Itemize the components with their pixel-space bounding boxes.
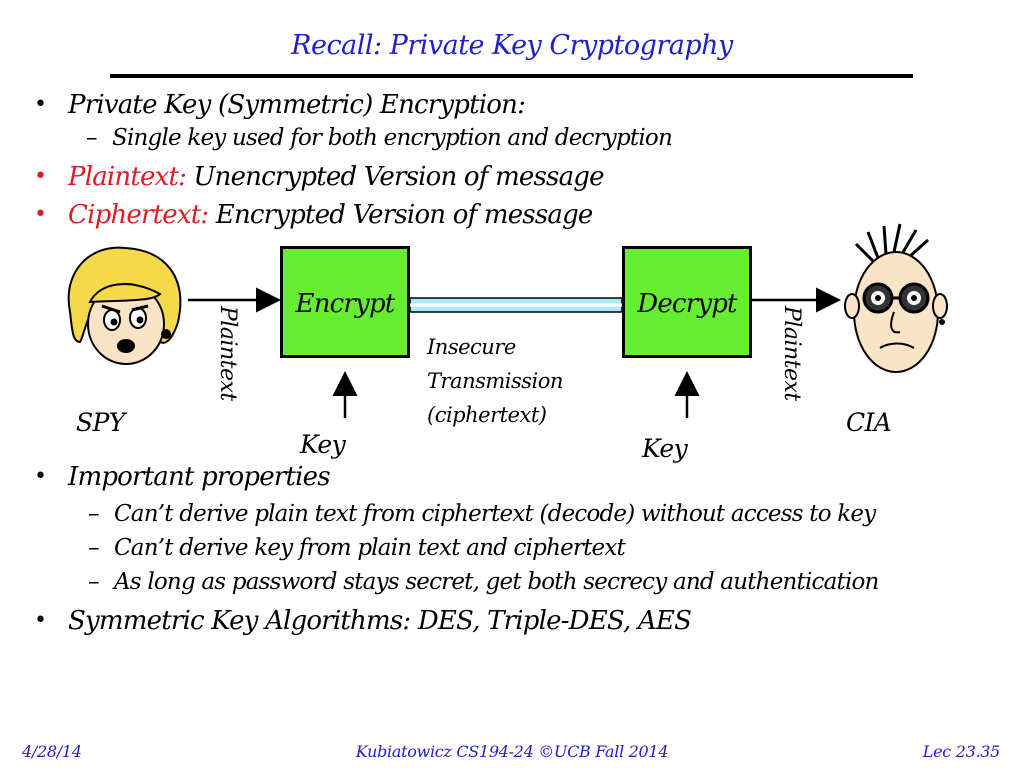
bullet-dot: •: [34, 464, 47, 489]
bullet-important: • Important properties: [34, 462, 331, 492]
sub-property-1: – Can’t derive plain text from ciphertex…: [88, 500, 876, 528]
cia-label: CIA: [846, 408, 892, 437]
sub-property-3: – As long as password stays secret, get …: [88, 568, 879, 596]
bullet-text: Symmetric Key Algorithms: DES, Triple-DE…: [68, 606, 692, 636]
key-label-left: Key: [300, 430, 346, 459]
footer-date: 4/28/14: [22, 742, 82, 761]
plaintext-label-left: Plaintext: [215, 306, 240, 401]
term-ciphertext: Ciphertext:: [68, 200, 209, 230]
sub-property-2: – Can’t derive key from plain text and c…: [88, 534, 626, 562]
sub-text: Single key used for both encryption and …: [112, 125, 673, 151]
term-plaintext: Plaintext:: [68, 162, 187, 192]
footer-lecture: Lec 23.35: [922, 742, 1001, 761]
bullet-dot: •: [34, 608, 47, 633]
sub-text: Can’t derive plain text from ciphertext …: [114, 501, 876, 527]
plaintext-label-right: Plaintext: [779, 306, 804, 401]
sub-dash: –: [88, 535, 99, 561]
sub-dash: –: [86, 125, 97, 151]
bullet-text: Important properties: [68, 462, 331, 492]
decrypt-box: Decrypt: [622, 246, 752, 358]
bullet-text: Private Key (Symmetric) Encryption:: [68, 90, 526, 120]
bullet-text: Unencrypted Version of message: [186, 162, 605, 192]
bullet-dot: •: [34, 92, 47, 117]
title-underline: [110, 74, 913, 78]
bullet-dot: •: [34, 164, 47, 189]
sub-text: As long as password stays secret, get bo…: [114, 569, 879, 595]
key-label-right: Key: [642, 434, 688, 463]
footer-course: Kubiatowicz CS194-24 ©UCB Fall 2014: [355, 742, 669, 761]
bullet-algorithms: • Symmetric Key Algorithms: DES, Triple-…: [34, 606, 692, 636]
sub-dash: –: [88, 501, 99, 527]
insecure-line: Transmission: [427, 369, 563, 393]
sub-single-key: – Single key used for both encryption an…: [86, 124, 673, 152]
spy-face-icon: [67, 246, 182, 365]
slide-title: Recall: Private Key Cryptography: [291, 30, 733, 61]
bullet-text: Encrypted Version of message: [208, 200, 594, 230]
spy-label: SPY: [76, 408, 125, 437]
sub-dash: –: [88, 569, 99, 595]
diagram-connectors: [188, 287, 841, 418]
sub-text: Can’t derive key from plain text and cip…: [114, 535, 626, 561]
cia-face-icon: [844, 223, 948, 373]
insecure-line: (ciphertext): [427, 403, 547, 427]
bullet-plaintext: • Plaintext: Unencrypted Version of mess…: [34, 162, 605, 192]
bullet-ciphertext: • Ciphertext: Encrypted Version of messa…: [34, 200, 594, 230]
insecure-line: Insecure: [427, 335, 516, 359]
bullet-dot: •: [34, 202, 47, 227]
insecure-transmission-label: Insecure Transmission (ciphertext): [427, 330, 563, 432]
bullet-private-key: • Private Key (Symmetric) Encryption:: [34, 90, 526, 120]
encrypt-box: Encrypt: [280, 246, 410, 358]
